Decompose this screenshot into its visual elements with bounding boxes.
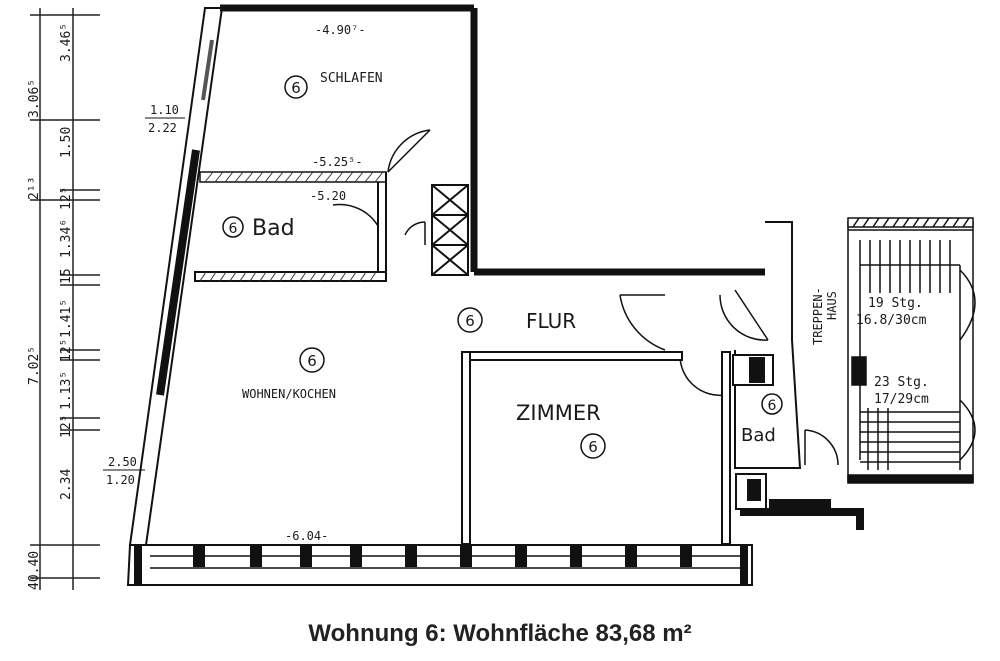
- room-bad-small: 6 Bad: [741, 393, 783, 446]
- scale-label-inner-2: 1.50: [59, 127, 74, 158]
- room-schlafen-number: 6: [291, 79, 301, 97]
- scale-label-inner-8: 1.13⁵: [59, 371, 74, 410]
- scale-label-outer-2: 2¹³: [27, 177, 42, 200]
- apartment-caption: Wohnung 6: Wohnfläche 83,68 m²: [308, 620, 692, 647]
- upper-flight-size: 16.8/30cm: [856, 313, 927, 328]
- room-bad-main: 6 Bad: [222, 216, 295, 241]
- dim-window-upper-top: 1.10: [150, 103, 179, 117]
- room-wohnen-number: 6: [307, 352, 317, 370]
- scale-label-inner-3: 12⁵: [59, 187, 74, 210]
- dim-window-lower-top: 2.50: [108, 455, 137, 469]
- room-flur: 6 FLUR: [457, 307, 576, 333]
- room-bad-small-label: Bad: [741, 425, 776, 446]
- room-zimmer-number: 6: [588, 438, 598, 456]
- room-flur-number: 6: [465, 312, 475, 330]
- left-dimension-scale: [30, 8, 100, 590]
- room-wohnen: 6 WOHNEN/KOCHEN: [242, 347, 336, 401]
- bedroom-walls: [220, 4, 765, 276]
- room-schlafen: 6 SCHLAFEN: [284, 71, 383, 99]
- room-zimmer: ZIMMER 6: [516, 401, 606, 459]
- door-swings: [332, 129, 839, 466]
- room-bad-main-label: Bad: [252, 216, 295, 241]
- room-flur-label: FLUR: [526, 309, 576, 333]
- dim-window-lower-bottom: 1.20: [106, 473, 135, 487]
- south-facade: [126, 544, 753, 586]
- scale-label-inner-1: 3.46⁵: [59, 23, 74, 62]
- dim-schlafen-wall: -5.25⁵-: [312, 155, 363, 169]
- scale-label-inner-7: 12⁵: [59, 339, 74, 362]
- scale-label-outer-3: 7.02⁵: [27, 346, 42, 385]
- scale-label-inner-4: 1.34⁶: [59, 219, 74, 258]
- dim-schlafen-width: -4.90⁷-: [315, 23, 366, 37]
- dim-wohnen-width: -6.04-: [285, 529, 328, 543]
- scale-label-inner-6: 1.41⁵: [59, 299, 74, 338]
- stairwell-label-line2: HAUS: [825, 291, 839, 320]
- room-bad-small-number: 6: [768, 398, 777, 414]
- scale-label-outer-1: 3.06⁵: [27, 79, 42, 118]
- scale-label-outer-4: 40.40: [27, 551, 42, 590]
- hatched-wall-schlafen: [199, 171, 387, 183]
- scale-label-inner-5: 15: [59, 268, 74, 284]
- installation-shaft: [431, 184, 469, 276]
- room-zimmer-label: ZIMMER: [516, 401, 601, 425]
- stairwell: [847, 217, 976, 484]
- room-bad-main-number: 6: [229, 221, 238, 237]
- scale-label-inner-9: 12⁵: [59, 415, 74, 438]
- lower-flight-steps: 23 Stg.: [874, 375, 929, 390]
- dim-bad-width: -5.20: [310, 189, 346, 203]
- small-bath-walls: [732, 221, 864, 530]
- lower-flight-size: 17/29cm: [874, 392, 929, 407]
- room-wohnen-label: WOHNEN/KOCHEN: [242, 387, 336, 401]
- dim-window-upper-bottom: 2.22: [148, 121, 177, 135]
- bathroom-walls: [194, 172, 387, 282]
- room-schlafen-label: SCHLAFEN: [320, 71, 383, 86]
- scale-label-inner-10: 2.34: [59, 469, 74, 500]
- upper-flight-steps: 19 Stg.: [868, 296, 923, 311]
- stairwell-label-line1: TREPPEN-: [811, 287, 825, 345]
